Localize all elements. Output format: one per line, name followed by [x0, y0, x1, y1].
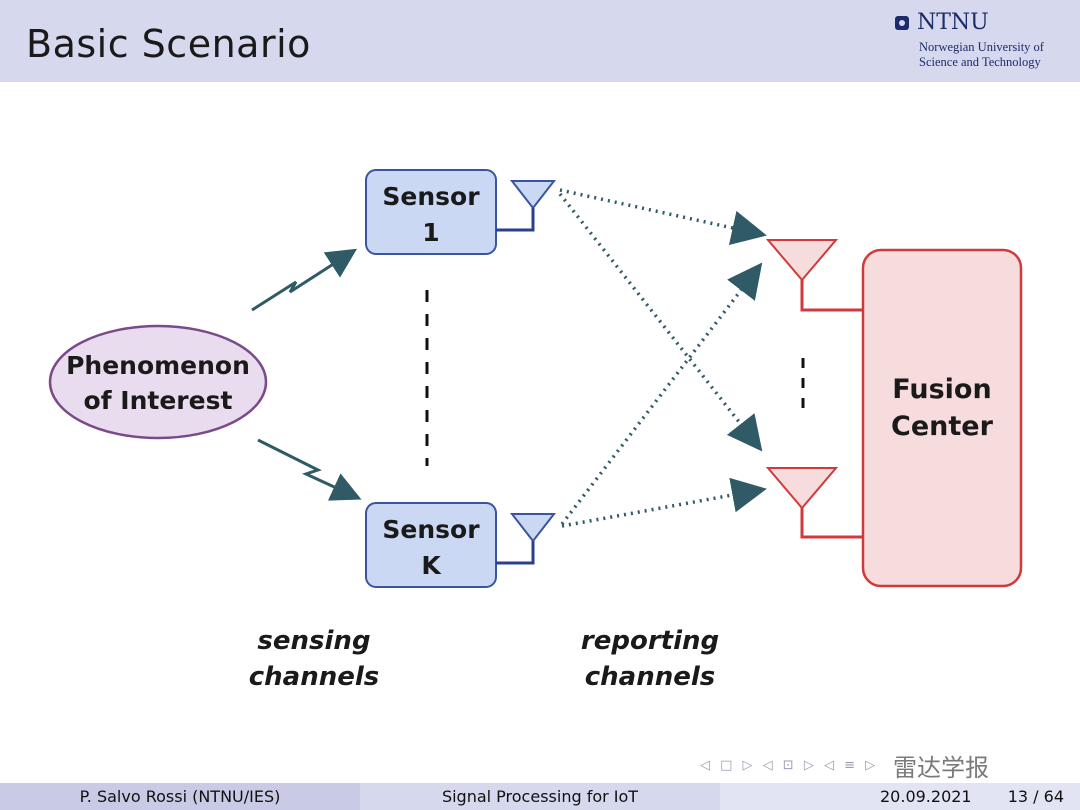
- footer-course: Signal Processing for IoT: [360, 783, 720, 810]
- diagram-canvas: Phenomenon of Interest Sensor 1 Sensor K: [48, 169, 1023, 588]
- watermark: 雷达学报: [893, 754, 989, 782]
- reporting-caption-line1: reporting: [580, 626, 720, 656]
- slide-footer: P. Salvo Rossi (NTNU/IES) Signal Process…: [0, 783, 1080, 810]
- fusion-antenna-top-icon: [765, 239, 862, 312]
- sensing-caption-line2: channels: [248, 662, 380, 692]
- reporting-channel-k-to-top: [560, 262, 763, 526]
- ntnu-logo: NTNU Norwegian University of Science and…: [895, 10, 1075, 74]
- sensing-caption-line1: sensing: [257, 626, 371, 656]
- reporting-caption-line2: channels: [584, 662, 716, 692]
- logo-wordmark: NTNU: [917, 10, 989, 35]
- fusion-center-label-line1: Fusion: [892, 374, 991, 405]
- footer-author: P. Salvo Rossi (NTNU/IES): [0, 783, 360, 810]
- sensor-k-antenna-icon: [496, 513, 557, 565]
- sensor-k-label-line1: Sensor: [382, 515, 480, 544]
- phenomenon-label-line2: of Interest: [84, 386, 233, 415]
- footer-date: 20.09.2021: [880, 787, 972, 806]
- footer-right: 20.09.2021 13 / 64: [720, 783, 1080, 810]
- sensing-channels-caption: sensing channels: [224, 623, 404, 695]
- scenario-diagram: Phenomenon of Interest Sensor 1 Sensor K: [0, 82, 1080, 782]
- logo-subtitle-line2: Science and Technology: [919, 55, 1041, 69]
- sensor-1-antenna-icon: [496, 180, 557, 232]
- reporting-channel-k-to-bottom: [561, 477, 767, 528]
- reporting-channels-caption: reporting channels: [560, 623, 740, 695]
- sensor-k-box: [365, 502, 497, 588]
- logo-subtitle-line1: Norwegian University of: [919, 40, 1044, 54]
- sensor-1-box: [365, 169, 497, 255]
- fusion-center-box: [861, 248, 1023, 588]
- phenomenon-node: [48, 324, 268, 440]
- slide-title: Basic Scenario: [26, 22, 311, 66]
- footer-page-number: 13 / 64: [1007, 787, 1064, 806]
- reporting-channel-1-to-top: [559, 188, 767, 246]
- sensing-channel-top-arrow: [251, 248, 358, 312]
- beamer-navigation-controls[interactable]: ◁ □ ▷ ◁ ⊡ ▷ ◁ ≡ ▷: [700, 758, 879, 773]
- sensor-1-label-line1: Sensor: [382, 182, 480, 211]
- slide-header: Basic Scenario NTNU Norwegian University…: [0, 0, 1080, 82]
- phenomenon-label-line1: Phenomenon: [66, 351, 250, 380]
- sensor-k-label-line2: K: [421, 551, 442, 580]
- sensor-1-label-line2: 1: [422, 218, 439, 247]
- fusion-center-label-line2: Center: [891, 411, 994, 442]
- logo-subtitle: Norwegian University of Science and Tech…: [919, 40, 1079, 70]
- fusion-antenna-bottom-icon: [765, 467, 862, 539]
- reporting-channel-1-to-bottom: [558, 192, 763, 452]
- sensing-channel-bottom-arrow: [257, 438, 362, 501]
- ntnu-logo-mark-icon: [895, 16, 909, 30]
